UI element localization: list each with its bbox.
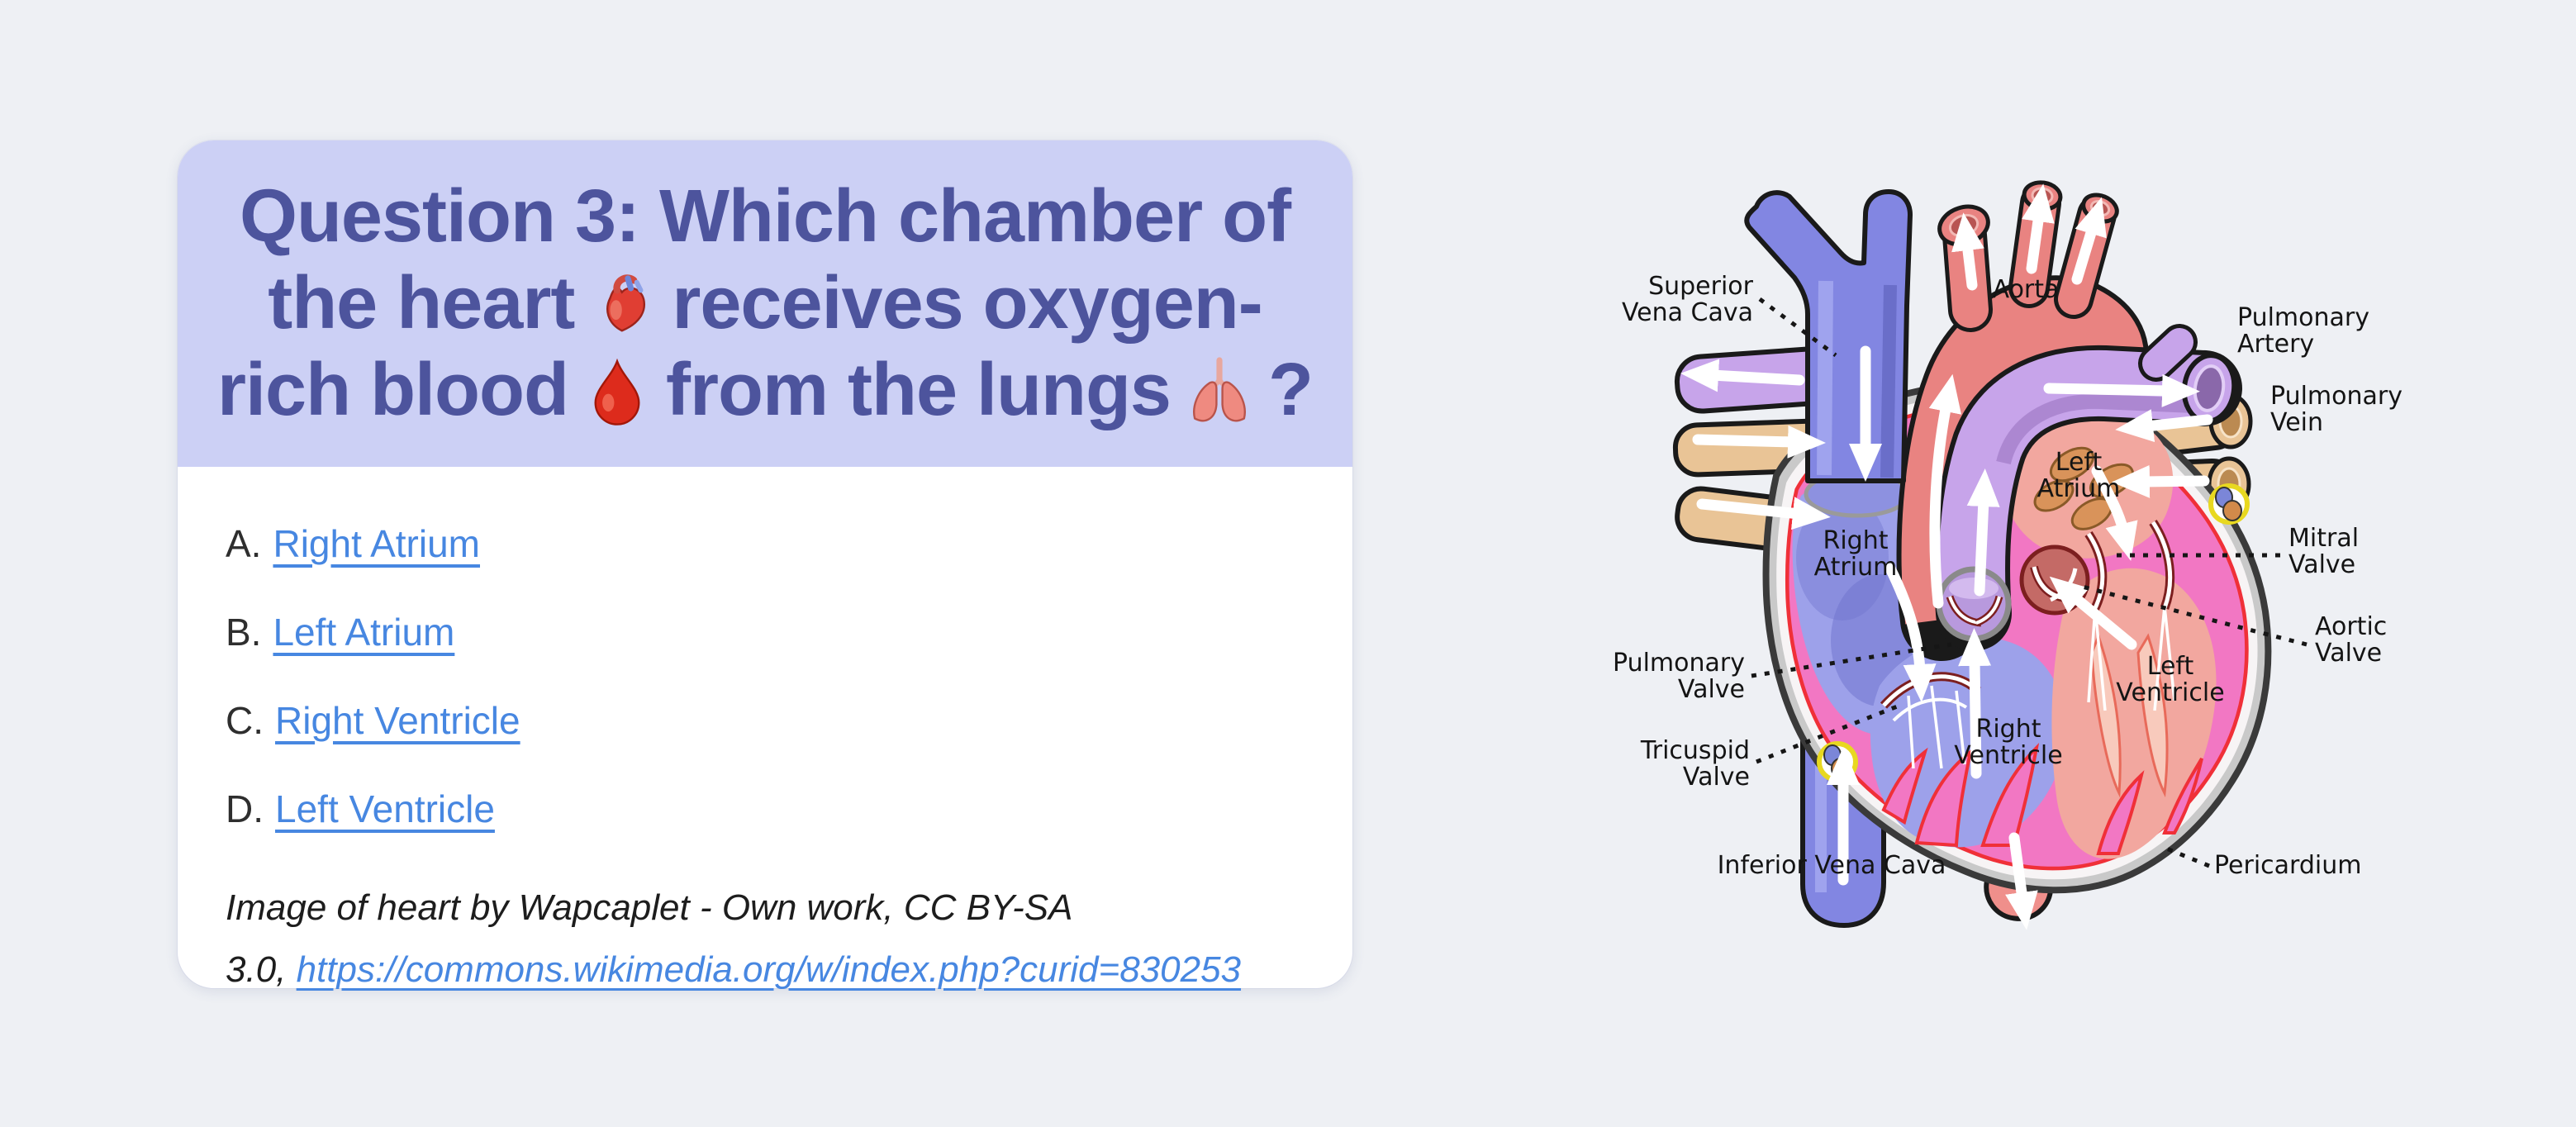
heart-diagram-illustration: Superior Vena Cava Aorta Pulmonary Arter…	[1613, 180, 2403, 930]
blood-flow-arrows	[1680, 183, 2213, 930]
svg-text:Atrium: Atrium	[1814, 553, 1898, 582]
option-c: C. Right Ventricle	[226, 698, 1305, 743]
coronary-vessels-right	[2208, 483, 2250, 525]
option-c-letter: C.	[226, 699, 264, 742]
option-a: A. Right Atrium	[226, 521, 1305, 566]
attribution: Image of heart by Wapcaplet - Own work, …	[226, 887, 1242, 990]
label-aorta: Aorta	[1993, 275, 2060, 304]
svg-text:Ventricle: Ventricle	[1954, 741, 2062, 770]
label-aortic-valve: Aortic	[2315, 612, 2387, 641]
option-a-letter: A.	[226, 522, 262, 565]
option-a-link[interactable]: Right Atrium	[273, 522, 480, 565]
option-c-link[interactable]: Right Ventricle	[275, 699, 520, 742]
svg-text:Valve: Valve	[2315, 639, 2382, 668]
label-right-ventricle: Right	[1976, 715, 2041, 744]
answer-options: A. Right Atrium B. Left Atrium C. Right Ven…	[178, 467, 1352, 1001]
label-inferior-vena-cava: Inferior Vena Cava	[1718, 851, 1946, 880]
svg-text:Ventricle: Ventricle	[2116, 678, 2224, 707]
option-b-link[interactable]: Left Atrium	[273, 611, 455, 654]
svg-text:Valve: Valve	[1683, 763, 1750, 792]
label-pulmonary-valve: Pulmonary	[1613, 649, 1745, 678]
svg-text:Valve: Valve	[2288, 550, 2355, 579]
title-line-1: Question 3: Which chamber of	[239, 174, 1291, 258]
label-left-atrium: Left	[2056, 448, 2103, 477]
label-tricuspid-valve: Tricuspid	[1640, 736, 1750, 765]
svg-text:Valve: Valve	[1678, 675, 1745, 704]
label-pericardium: Pericardium	[2214, 851, 2361, 880]
mitral-valve	[2084, 520, 2176, 711]
label-mitral-valve: Mitral	[2288, 524, 2359, 553]
svg-text:Atrium: Atrium	[2037, 474, 2121, 503]
diagram-labels: Superior Vena Cava Aorta Pulmonary Arter…	[1613, 272, 2403, 880]
anatomical-heart-emoji	[606, 274, 646, 332]
label-pulmonary-vein: Pulmonary	[2270, 382, 2403, 411]
label-pulmonary-artery: Pulmonary	[2237, 303, 2369, 332]
label-superior-vena-cava: Superior	[1648, 272, 1754, 301]
svg-text:Vena Cava: Vena Cava	[1622, 298, 1753, 327]
label-right-atrium: Right	[1823, 526, 1889, 555]
option-b-letter: B.	[226, 611, 262, 654]
option-d-link[interactable]: Left Ventricle	[275, 787, 495, 830]
label-left-ventricle: Left	[2147, 652, 2194, 681]
attribution-link[interactable]: https://commons.wikimedia.org/w/index.ph…	[296, 949, 1242, 990]
drop-of-blood-emoji	[594, 358, 640, 426]
option-b: B. Left Atrium	[226, 610, 1305, 654]
lungs-emoji	[1193, 357, 1246, 422]
leader-lines	[1751, 297, 2307, 868]
option-d-letter: D.	[226, 787, 264, 830]
option-d: D. Left Ventricle	[226, 787, 1305, 831]
coronary-vessels-left	[1817, 741, 1858, 782]
svg-text:Vein: Vein	[2270, 408, 2323, 437]
pulmonary-valve	[1936, 566, 2012, 642]
svg-text:Artery: Artery	[2237, 330, 2314, 359]
